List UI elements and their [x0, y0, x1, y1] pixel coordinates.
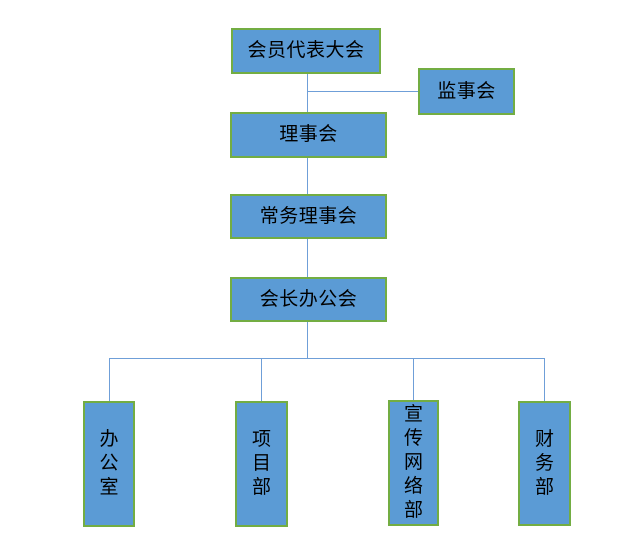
- node-council-label: 理事会: [279, 124, 338, 145]
- connector-drop-project: [261, 358, 262, 401]
- node-standing-council-label: 常务理事会: [259, 205, 358, 227]
- node-member-assembly: 会员代表大会: [231, 28, 381, 74]
- node-finance-dept-label: 财务部: [534, 428, 554, 498]
- node-president-office-meeting-label: 会长办公会: [259, 288, 358, 310]
- node-office-dept: 办公室: [83, 401, 135, 527]
- connector-council-standing: [307, 158, 308, 194]
- node-publicity-network-dept-label: 宣传网络部: [403, 404, 423, 521]
- node-finance-dept: 财务部: [518, 401, 571, 526]
- connector-standing-president: [307, 239, 308, 277]
- node-president-office-meeting: 会长办公会: [230, 277, 387, 322]
- node-project-dept: 项目部: [235, 401, 288, 527]
- node-office-dept-label: 办公室: [99, 429, 119, 498]
- node-member-assembly-label: 会员代表大会: [247, 40, 365, 61]
- node-publicity-network-dept: 宣传网络部: [388, 400, 439, 526]
- connector-drop-publicity: [413, 358, 414, 400]
- node-standing-council: 常务理事会: [230, 194, 387, 239]
- node-council: 理事会: [230, 112, 387, 158]
- node-project-dept-label: 项目部: [251, 429, 271, 498]
- connector-bus: [109, 358, 545, 359]
- connector-assembly-council: [307, 74, 308, 112]
- node-supervisory-board: 监事会: [418, 68, 515, 115]
- connector-president-bus: [307, 322, 308, 358]
- connector-drop-finance: [544, 358, 545, 401]
- connector-drop-office: [109, 358, 110, 401]
- connector-branch-supervisory: [307, 91, 418, 92]
- node-supervisory-board-label: 监事会: [437, 80, 496, 102]
